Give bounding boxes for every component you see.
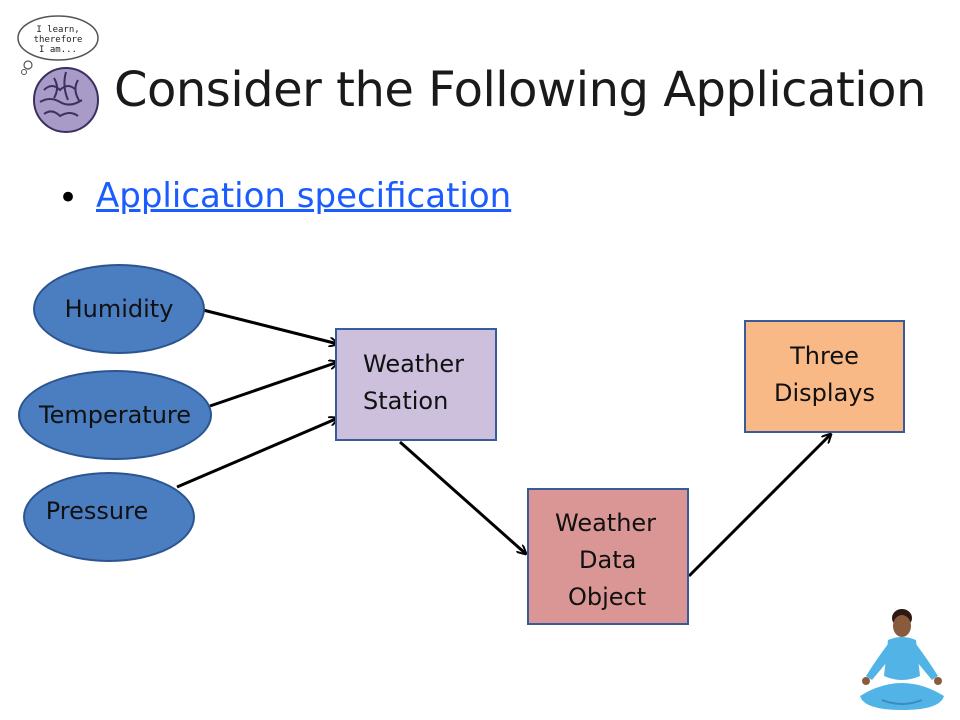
arrow-pressure-to-station bbox=[176, 418, 338, 489]
data-object-line1: Weather bbox=[555, 509, 657, 537]
application-specification-link[interactable]: Application specification bbox=[96, 176, 512, 216]
three-displays-box: Three Displays bbox=[744, 320, 905, 433]
arrow-humidity-to-station bbox=[202, 308, 338, 344]
humidity-label: Humidity bbox=[64, 295, 174, 323]
weather-station-line1: Weather bbox=[363, 350, 465, 378]
temperature-node: Temperature bbox=[18, 370, 212, 460]
displays-line1: Three bbox=[790, 342, 859, 370]
data-object-line2: Data bbox=[579, 546, 637, 574]
pressure-node: Pressure bbox=[23, 472, 195, 562]
brain-thought-icon: I learn, therefore I am... bbox=[17, 15, 99, 133]
displays-line2: Displays bbox=[774, 379, 875, 407]
logo-text-line1: I learn, bbox=[36, 25, 79, 35]
logo-text-line2: therefore bbox=[34, 35, 83, 45]
temperature-label: Temperature bbox=[38, 401, 192, 429]
arrow-temperature-to-station bbox=[209, 362, 338, 408]
data-object-line3: Object bbox=[568, 583, 647, 611]
weather-data-object-box: Weather Data Object bbox=[527, 488, 689, 625]
arrow-station-to-data-object bbox=[399, 440, 526, 554]
pressure-label: Pressure bbox=[45, 497, 149, 525]
weather-station-box: Weather Station bbox=[335, 328, 497, 441]
meditating-person-icon bbox=[860, 609, 944, 710]
bullet-point: • bbox=[58, 178, 79, 218]
slide-title: Consider the Following Application bbox=[114, 62, 926, 118]
weather-station-line2: Station bbox=[363, 387, 449, 415]
humidity-node: Humidity bbox=[33, 264, 205, 354]
arrow-data-object-to-displays bbox=[687, 434, 831, 578]
logo-text-line3: I am... bbox=[39, 45, 77, 55]
